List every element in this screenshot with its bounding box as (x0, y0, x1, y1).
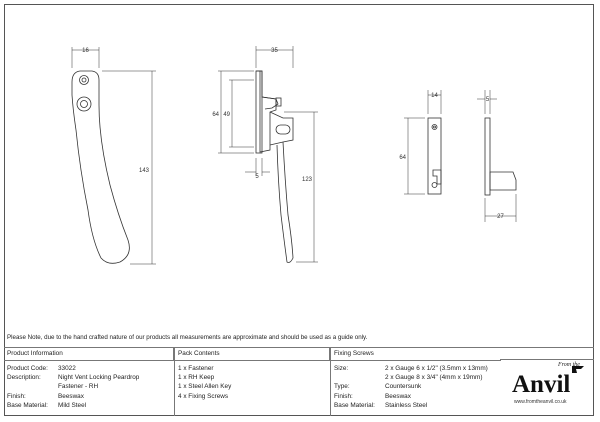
fixing-screws-row: Size:2 x Gauge 6 x 1/2" (3.5mm x 13mm) (334, 365, 488, 372)
anvil-icon (572, 366, 584, 373)
disclaimer-note: Please Note, due to the hand crafted nat… (7, 334, 368, 341)
product-info-row: Fastener - RH (58, 383, 99, 391)
logo-brand: Anvil (512, 371, 570, 398)
pack-contents-body: 1 x Fastener 1 x RH Keep 1 x Steel Allen… (175, 361, 330, 401)
dim-side-5: 5 (255, 174, 259, 180)
header-rule (500, 359, 594, 360)
product-info-row: Base Material:Mild Steel (7, 401, 87, 409)
dim-keep-side-27: 27 (497, 214, 504, 220)
dim-handle-height: 143 (139, 168, 150, 174)
sheet-border (4, 4, 594, 416)
logo-from-the: From the (557, 362, 580, 368)
dim-handle-width: 16 (82, 48, 89, 54)
pack-item: 1 x Steel Allen Key (178, 383, 232, 391)
product-info-table: Product Information Product Code:33022 D… (4, 347, 174, 416)
product-info-body: Product Code:33022 Description:Night Ven… (4, 361, 174, 410)
fixing-screws-row: Base Material:Stainless Steel (334, 401, 428, 409)
keep-front-view (427, 117, 442, 195)
dim-keep-width: 14 (431, 93, 438, 99)
logo-url: www.fromtheanvil.co.uk (514, 399, 567, 405)
pack-contents-table: Pack Contents 1 x Fastener 1 x RH Keep 1… (174, 347, 330, 416)
dim-side-64: 64 (212, 112, 219, 118)
fixing-screws-row: Type:Countersunk (334, 383, 422, 391)
dim-side-123: 123 (302, 177, 313, 183)
keep-side-view (484, 117, 517, 196)
product-info-title: Product Information (4, 347, 174, 361)
from-the-anvil-logo: From the Anvil www.fromtheanvil.co.uk (512, 362, 584, 405)
pack-contents-title: Pack Contents (175, 347, 330, 361)
handle-front-view (71, 70, 130, 264)
product-info-row: Product Code:33022 (7, 365, 76, 372)
product-info-row: Finish:Beeswax (7, 392, 84, 400)
fixing-screws-table: Fixing Screws Size:2 x Gauge 6 x 1/2" (3… (330, 347, 501, 416)
fixing-screws-row: Finish:Beeswax (334, 392, 411, 400)
fixing-screws-row: 2 x Gauge 8 x 3/4" (4mm x 19mm) (385, 374, 483, 382)
fixing-screws-body: Size:2 x Gauge 6 x 1/2" (3.5mm x 13mm) 2… (331, 361, 501, 410)
pack-item: 4 x Fixing Screws (178, 392, 229, 400)
fixing-screws-title: Fixing Screws (331, 347, 501, 361)
fastener-side-view (255, 70, 294, 263)
product-info-row: Description:Night Vent Locking Peardrop (7, 374, 140, 382)
dim-side-depth: 35 (271, 48, 278, 54)
pack-item: 1 x Fastener (178, 365, 214, 372)
pack-item: 1 x RH Keep (178, 374, 215, 382)
dim-side-49: 49 (223, 112, 230, 118)
header-rule (500, 347, 594, 348)
technical-drawing: 16 143 35 64 49 5 123 14 64 5 27 (71, 46, 517, 265)
dim-keep-height: 64 (399, 155, 406, 161)
dim-keep-side-5: 5 (486, 97, 490, 103)
